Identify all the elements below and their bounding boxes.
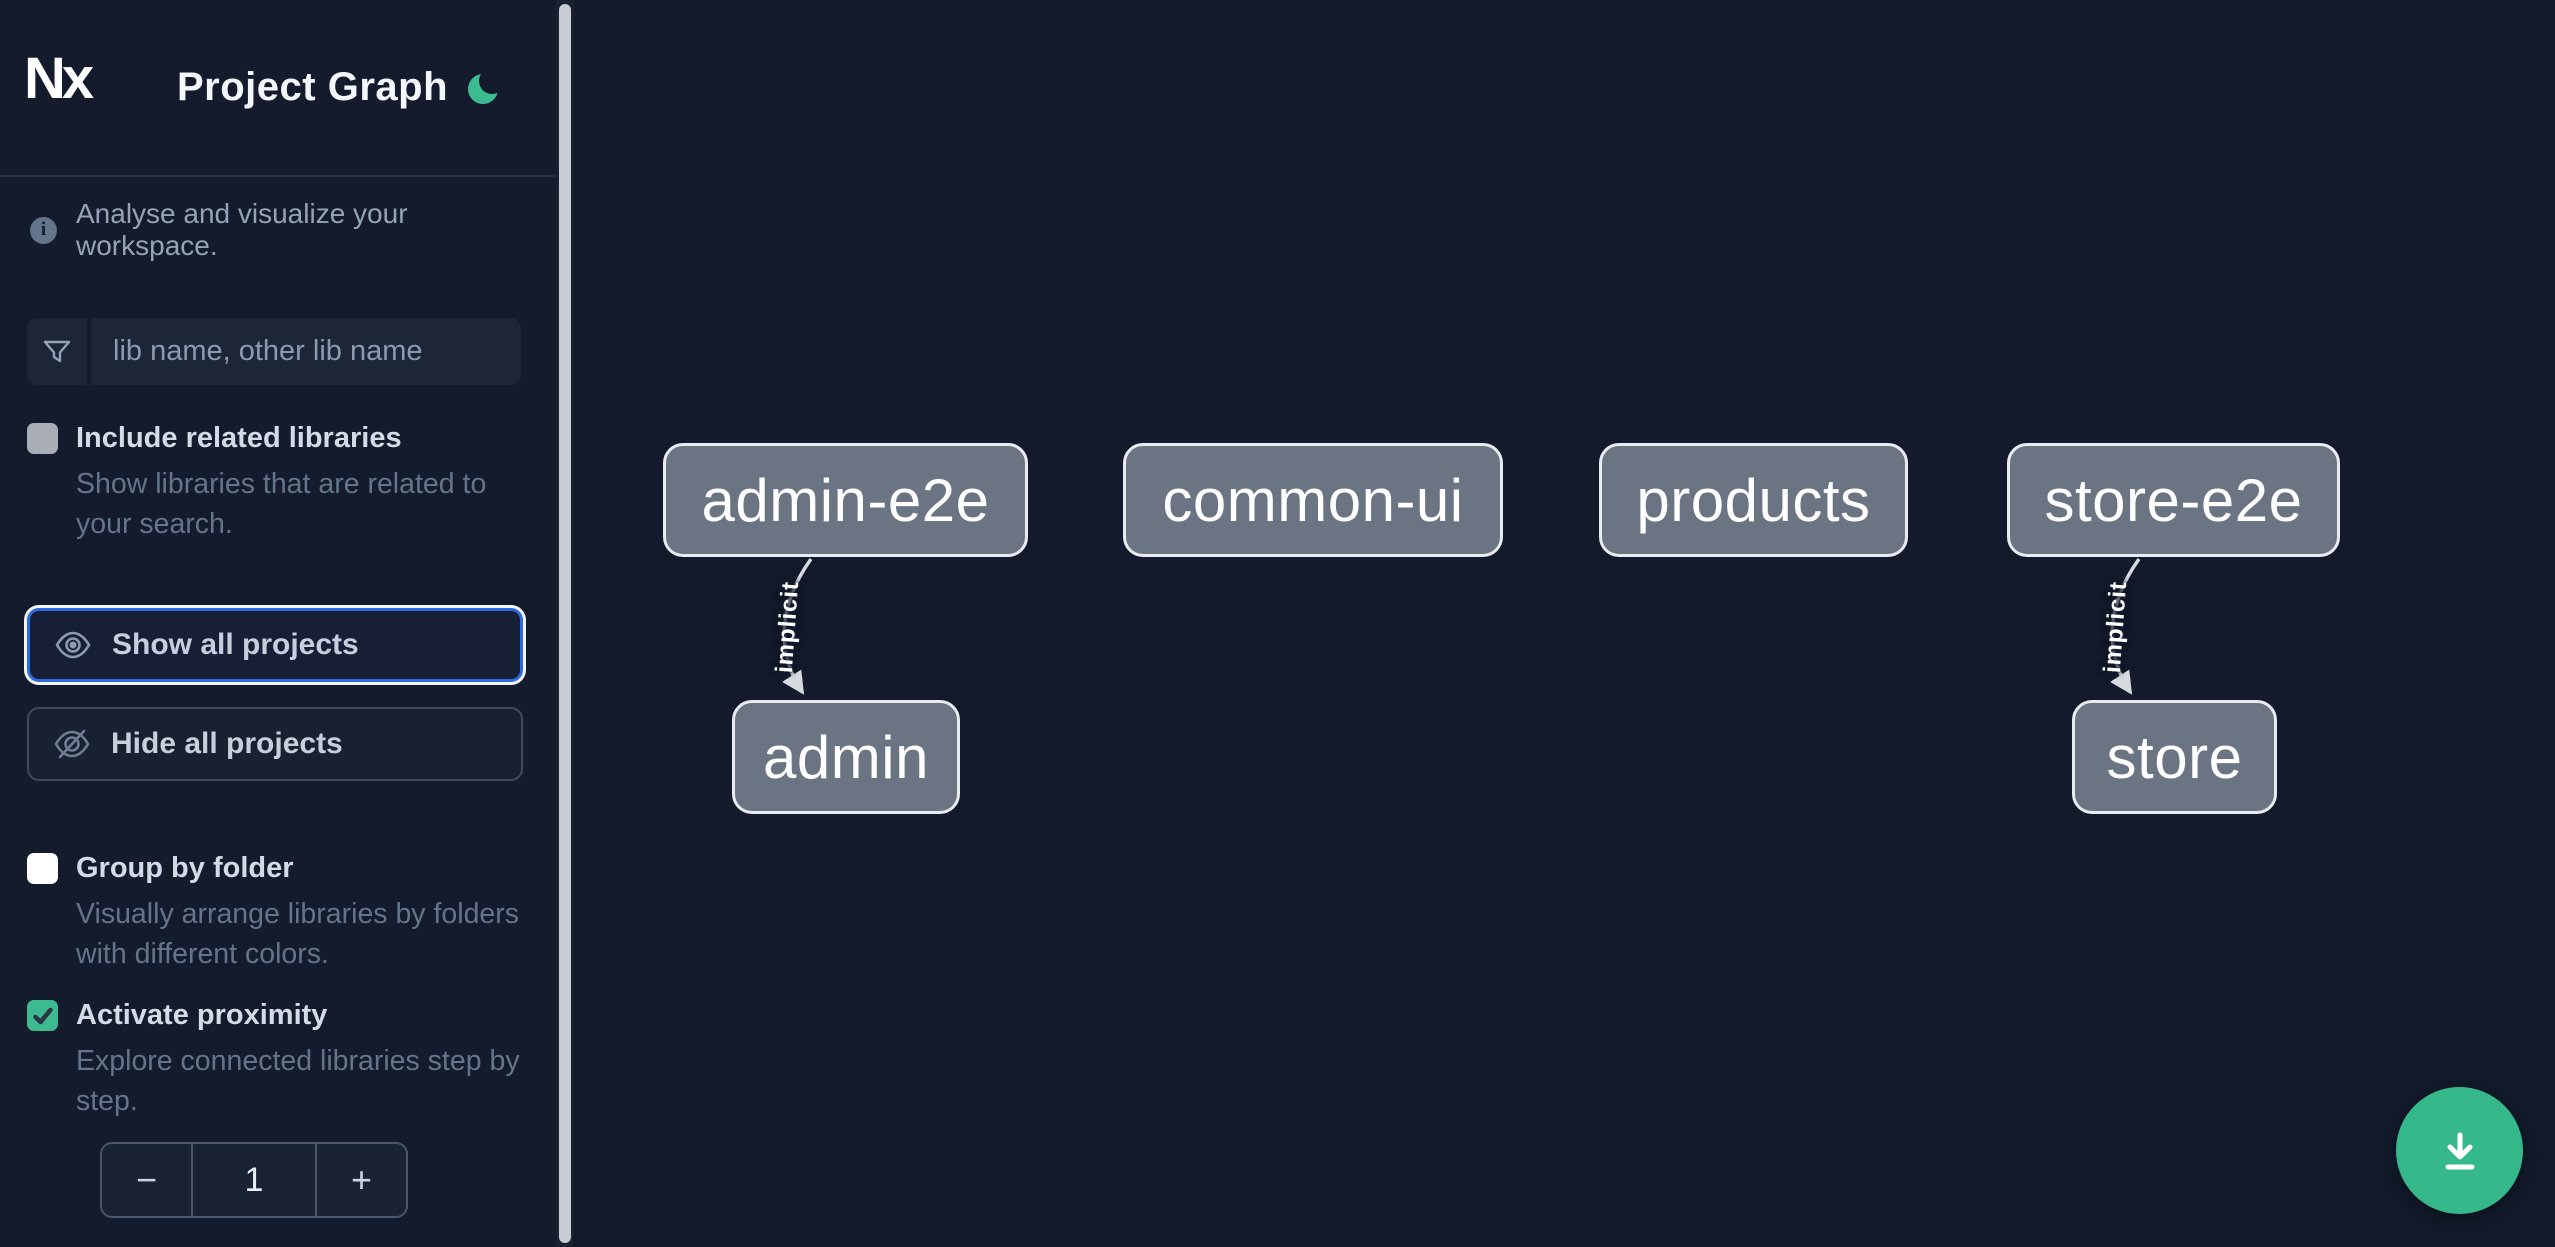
project-node-store[interactable]: store <box>2072 700 2277 814</box>
group-by-folder-description: Visually arrange libraries by folders wi… <box>76 898 520 970</box>
toggle-group-by-folder: Group by folder Visually arrange librari… <box>27 851 532 974</box>
proximity-depth-stepper: − 1 + <box>100 1142 408 1218</box>
graph-edges <box>782 557 2141 695</box>
show-all-projects-button[interactable]: Show all projects <box>27 608 523 682</box>
filter-funnel-icon <box>27 318 91 385</box>
activate-proximity-label: Activate proximity <box>76 999 328 1031</box>
decrement-button[interactable]: − <box>135 1159 158 1200</box>
hide-all-projects-button[interactable]: Hide all projects <box>27 707 523 781</box>
page-title: Project Graph <box>177 65 449 109</box>
download-icon <box>2445 1132 2474 1169</box>
show-all-projects-label: Show all projects <box>112 628 359 661</box>
search-box <box>27 318 521 385</box>
activate-proximity-description: Explore connected libraries step by step… <box>76 1045 520 1117</box>
activate-proximity-checkbox[interactable] <box>27 1000 58 1031</box>
project-node-store-e2e[interactable]: store-e2e <box>2007 443 2340 557</box>
include-related-label: Include related libraries <box>76 422 402 454</box>
theme-toggle-moon-icon[interactable] <box>464 68 505 108</box>
nx-logo: Nx <box>24 46 94 111</box>
project-node-products[interactable]: products <box>1599 443 1908 557</box>
info-icon: i <box>30 216 57 244</box>
project-node-admin-e2e[interactable]: admin-e2e <box>663 443 1028 557</box>
stepper-value: 1 <box>191 1144 317 1216</box>
group-by-folder-checkbox[interactable] <box>27 853 58 884</box>
intro-text: Analyse and visualize your workspace. <box>76 198 408 261</box>
group-by-folder-label: Group by folder <box>76 852 294 884</box>
edge-label-implicit-admin: implicit <box>770 580 805 674</box>
checkmark-icon <box>32 1007 53 1024</box>
project-node-common-ui[interactable]: common-ui <box>1123 443 1503 557</box>
include-related-checkbox[interactable] <box>27 423 58 454</box>
edge-label-implicit-store: implicit <box>2098 580 2133 674</box>
toggle-include-related: Include related libraries Show libraries… <box>27 421 532 544</box>
project-node-admin[interactable]: admin <box>732 700 960 814</box>
sidebar-scrollbar <box>556 0 574 1247</box>
intro-row: i Analyse and visualize your workspace. <box>30 198 530 262</box>
scrollbar-thumb[interactable] <box>559 4 571 1243</box>
header-divider <box>0 175 556 177</box>
hide-all-projects-label: Hide all projects <box>111 727 343 760</box>
toggle-activate-proximity: Activate proximity Explore connected lib… <box>27 998 532 1121</box>
sidebar: Nx Project Graph i Analyse and visualize… <box>0 0 556 1247</box>
include-related-description: Show libraries that are related to your … <box>76 468 487 540</box>
increment-button[interactable]: + <box>350 1159 373 1200</box>
search-input[interactable] <box>91 318 521 385</box>
graph-canvas[interactable]: admin-e2e common-ui products store-e2e a… <box>574 0 2555 1247</box>
download-graph-button[interactable] <box>2396 1087 2523 1214</box>
